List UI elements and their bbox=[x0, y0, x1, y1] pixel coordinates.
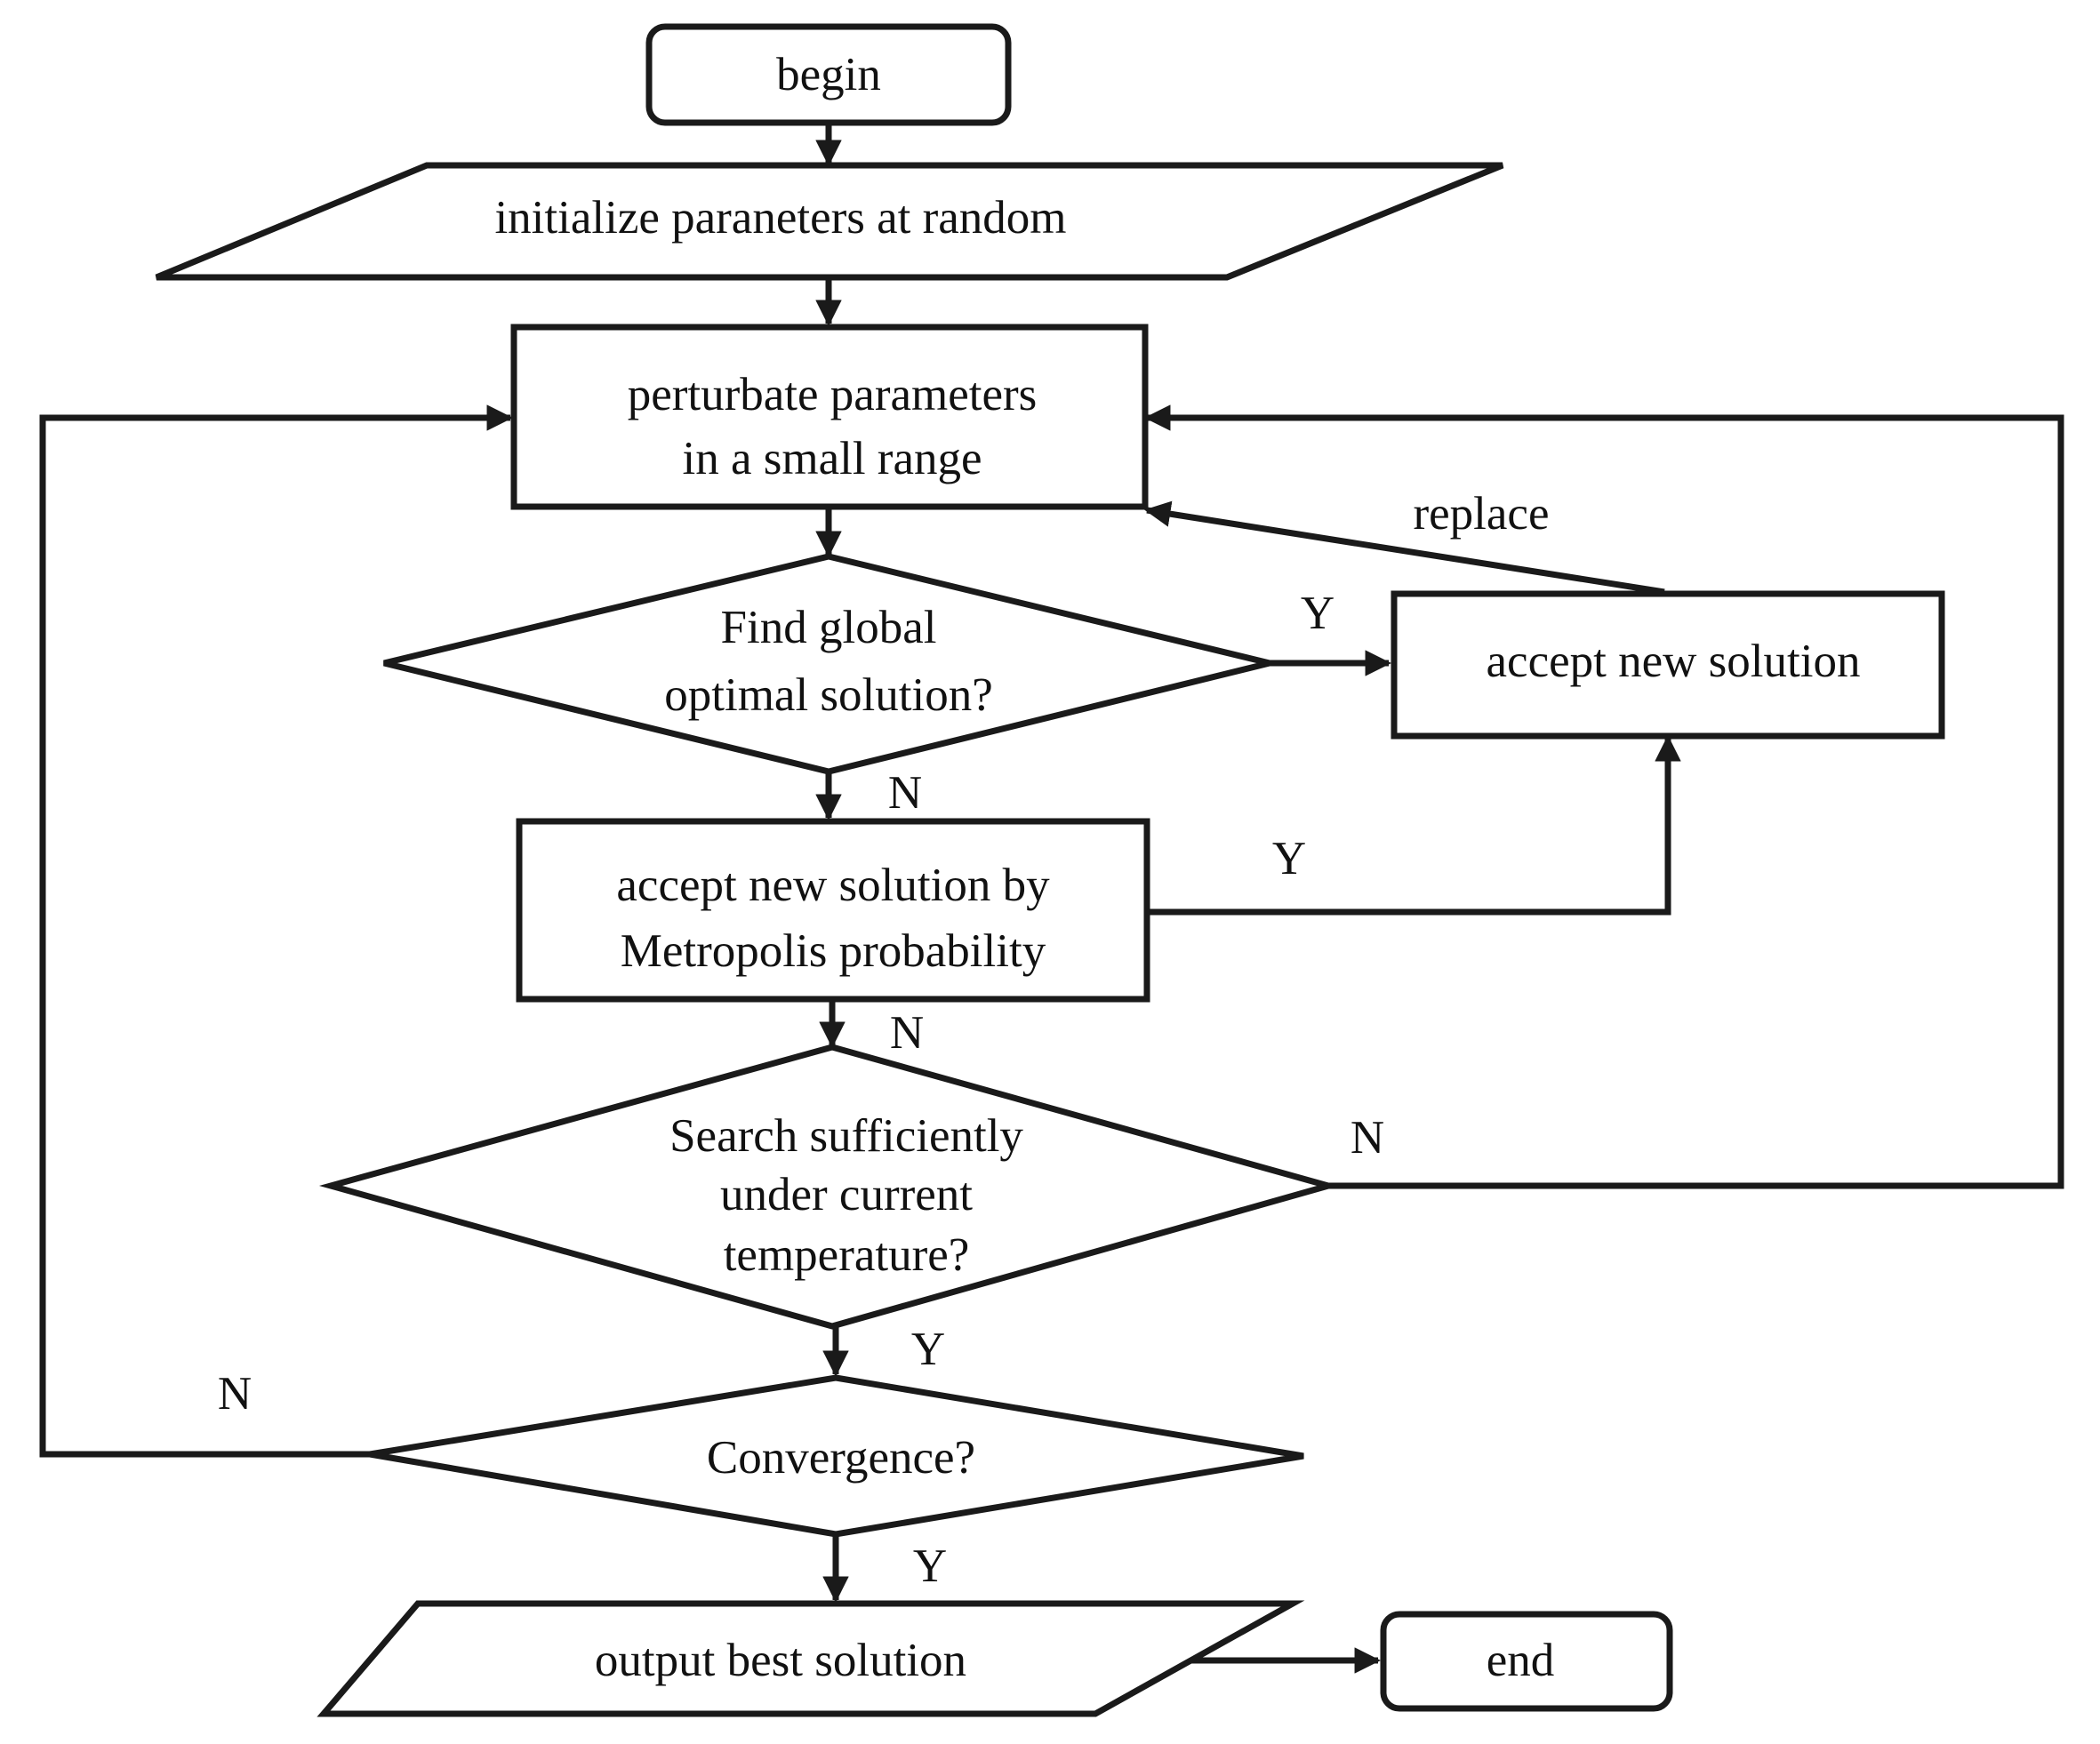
begin-label: begin bbox=[776, 49, 881, 100]
output-best-label: output best solution bbox=[595, 1635, 966, 1686]
metropolis-label-line-2: Metropolis probability bbox=[621, 925, 1046, 977]
edge-convergence-no bbox=[39, 404, 513, 1458]
metropolis-label-line-1: accept new solution by bbox=[616, 860, 1050, 911]
accept-new-label: accept new solution bbox=[1487, 636, 1861, 687]
initialize-label: initialize paraneters at random bbox=[494, 192, 1066, 244]
output-best-io bbox=[317, 1600, 1305, 1717]
perturbate-label-line-2: in a small range bbox=[682, 433, 982, 484]
node-find-global: Find global optimal solution? bbox=[383, 553, 1270, 775]
end-terminal bbox=[1380, 1611, 1673, 1712]
search-yes-label: Y bbox=[911, 1324, 945, 1375]
perturbate-label-line-1: perturbate parameters bbox=[628, 369, 1038, 420]
node-end: end bbox=[1380, 1611, 1673, 1712]
find-global-no-label: N bbox=[888, 767, 922, 819]
find-global-decision bbox=[383, 553, 1270, 775]
convergence-no-label: N bbox=[218, 1368, 252, 1420]
connectors bbox=[39, 123, 2064, 1674]
initialize-io bbox=[155, 162, 1504, 281]
find-global-label-line-2: optimal solution? bbox=[664, 669, 993, 721]
edge-search-no bbox=[1144, 404, 2064, 1189]
edge-metropolis-yes bbox=[1147, 735, 1681, 916]
find-global-label-line-1: Find global bbox=[721, 602, 937, 653]
metropolis-no-label: N bbox=[890, 1007, 924, 1059]
node-accept-new: accept new solution bbox=[1391, 590, 1945, 740]
node-initialize: initialize paraneters at random bbox=[155, 162, 1504, 281]
node-metropolis: accept new solution by Metropolis probab… bbox=[516, 818, 1150, 1003]
perturbate-process bbox=[510, 324, 1149, 510]
convergence-decision bbox=[369, 1374, 1304, 1538]
node-convergence: Convergence? bbox=[369, 1374, 1304, 1538]
node-output-best: output best solution bbox=[317, 1600, 1305, 1717]
metropolis-process bbox=[516, 818, 1150, 1003]
search-label-line-3: temperature? bbox=[724, 1229, 970, 1281]
edge-labels: replace Y N Y N N Y N Y bbox=[218, 488, 1550, 1592]
search-no-label: N bbox=[1351, 1112, 1384, 1164]
search-label-line-1: Search sufficiently bbox=[669, 1110, 1023, 1162]
accept-new-process bbox=[1391, 590, 1945, 740]
node-begin: begin bbox=[645, 23, 1012, 126]
convergence-label: Convergence? bbox=[707, 1432, 975, 1484]
node-search-sufficiently: Search sufficiently under current temper… bbox=[318, 1044, 1340, 1330]
convergence-yes-label: Y bbox=[913, 1540, 947, 1592]
metropolis-yes-label: Y bbox=[1272, 833, 1306, 884]
begin-terminal bbox=[645, 23, 1012, 126]
end-label: end bbox=[1487, 1635, 1555, 1686]
node-perturbate: perturbate parameters in a small range bbox=[510, 324, 1149, 510]
search-sufficiently-decision bbox=[318, 1044, 1340, 1330]
search-label-line-2: under current bbox=[720, 1169, 973, 1220]
replace-label: replace bbox=[1414, 488, 1550, 540]
edge-accept-replace bbox=[1144, 500, 1665, 596]
find-global-yes-label: Y bbox=[1301, 588, 1335, 639]
